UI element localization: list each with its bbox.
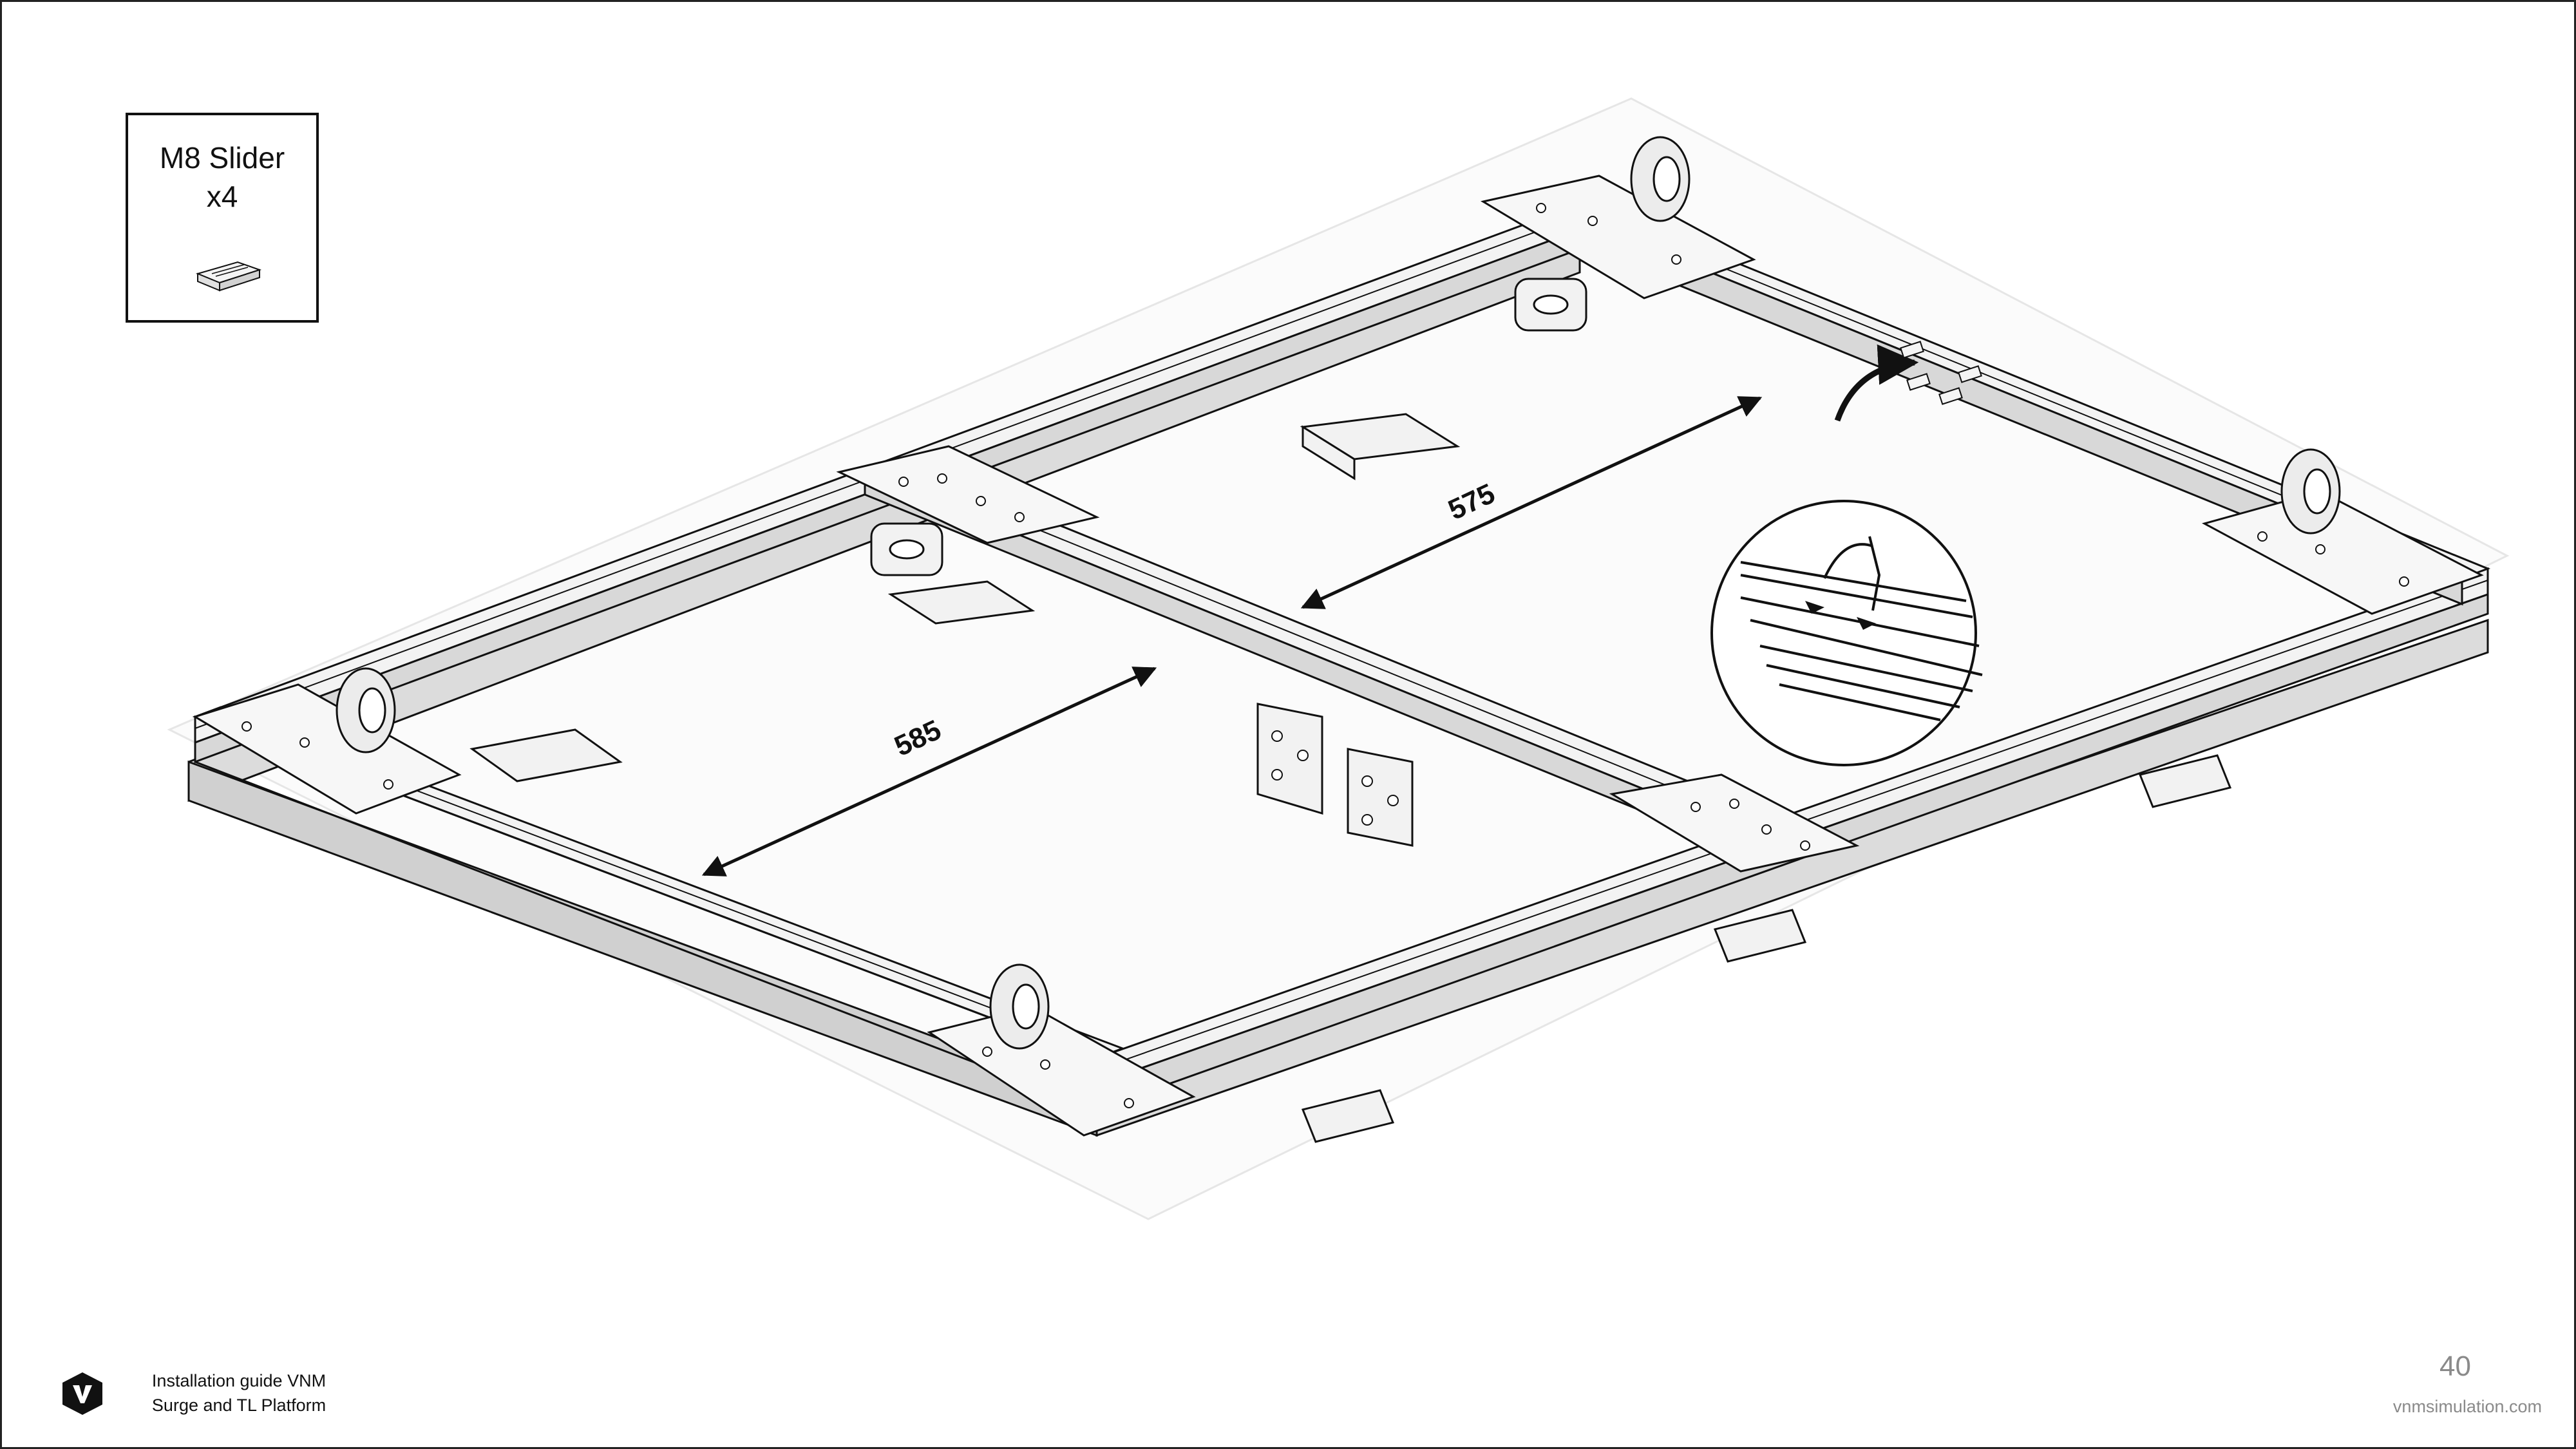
part-quantity: x4 [206,180,238,213]
guide-title: Installation guide VNM Surge and TL Plat… [123,1368,355,1417]
website-link[interactable]: vnmsimulation.com [2392,1397,2542,1416]
magnified-detail-circle [1710,500,1983,766]
page-number: 40 [2439,1350,2471,1382]
part-name: M8 Slider [159,141,285,175]
slider-part-icon [195,261,262,292]
dimension-line-rear [1300,396,1763,609]
plate-bolt-holes [242,203,2409,1108]
guide-title-line-1: Installation guide VNM [151,1371,327,1390]
guide-title-line-2: Surge and TL Platform [151,1396,327,1415]
caster-wheels [336,136,2341,1050]
vnm-logo-icon [62,1372,102,1415]
parts-callout: M8 Slider x4 [126,113,319,323]
slider-insert-detail [1834,341,1982,422]
dimension-line-front [701,667,1157,876]
